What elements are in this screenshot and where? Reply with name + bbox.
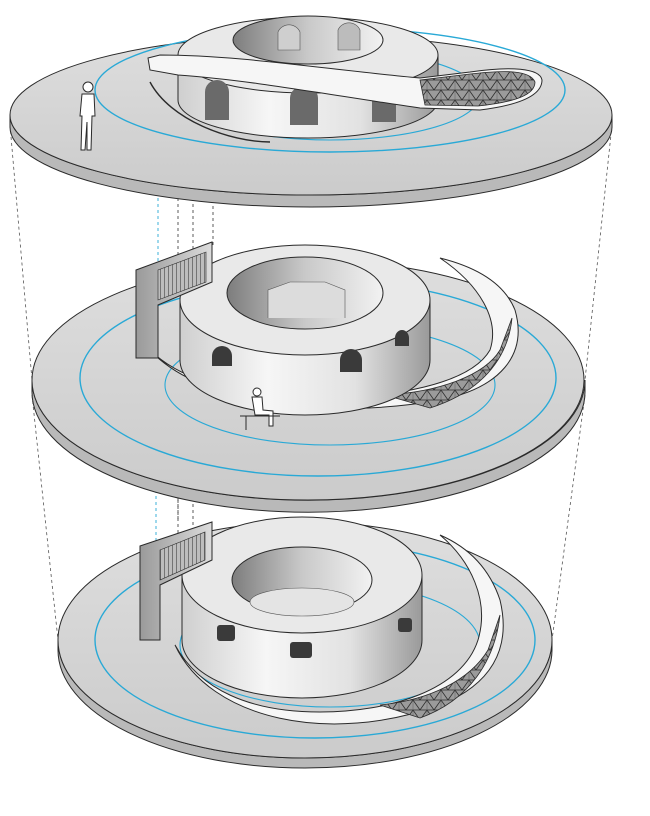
upper-level <box>9 15 613 208</box>
lower-ramp <box>174 534 504 725</box>
person-standing-icon <box>79 81 96 151</box>
lower-level <box>57 516 553 769</box>
middle-level <box>31 241 586 513</box>
person-seated-icon <box>240 387 280 430</box>
